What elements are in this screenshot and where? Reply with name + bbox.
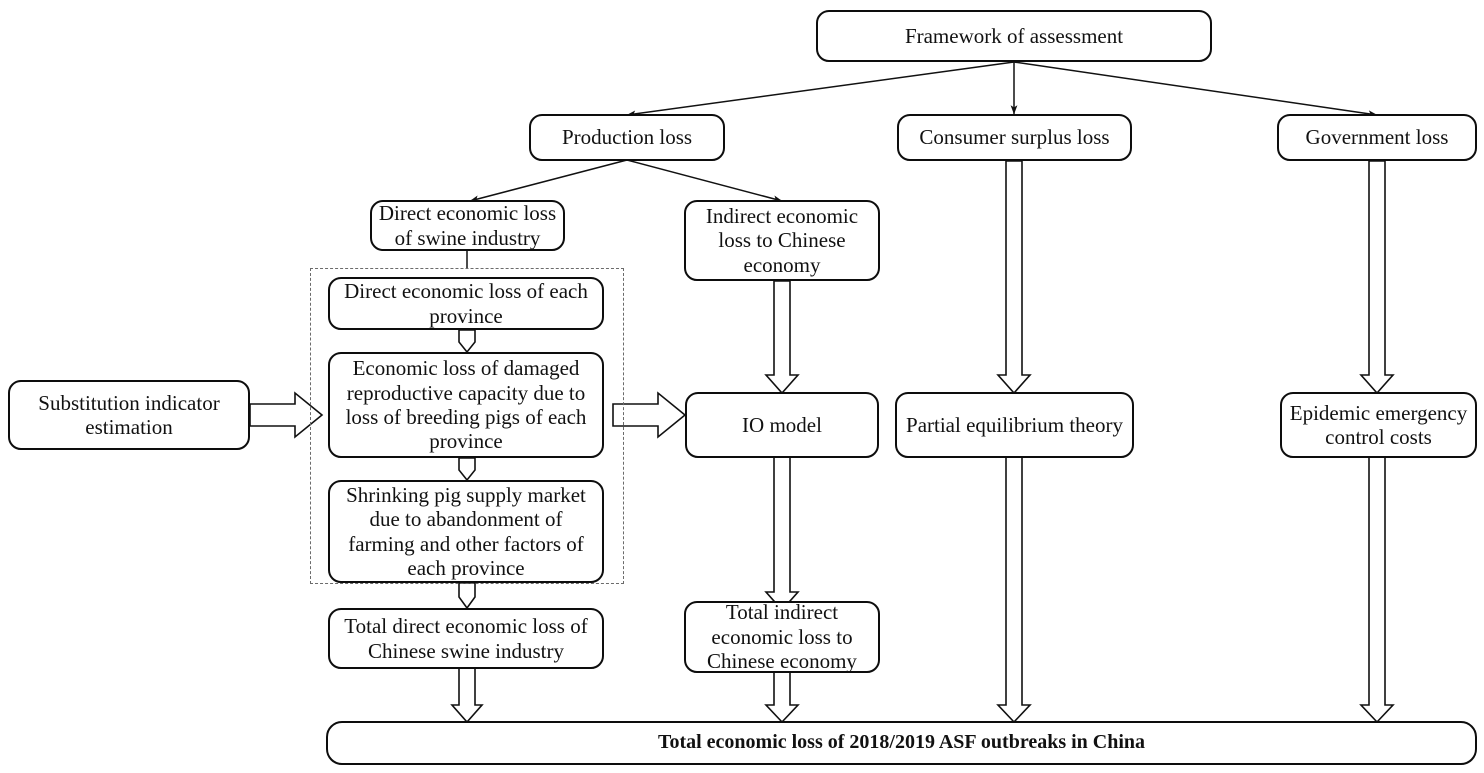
node-indirect-economic-loss-chinese-economy[interactable]: Indirect economic loss to Chinese econom… [684, 200, 880, 281]
node-label: Economic loss of damaged reproductive ca… [345, 356, 587, 454]
node-label: Shrinking pig supply market due to aband… [346, 482, 586, 580]
framework-fanout-arrows [626, 61, 1378, 118]
node-label: Substitution indicator estimation [38, 390, 220, 439]
node-label: Consumer surplus loss [919, 125, 1110, 150]
node-label: Total indirect economic loss to Chinese … [707, 600, 857, 674]
arrow-totalindirect-to-total [764, 671, 800, 724]
node-partial-equilibrium-theory[interactable]: Partial equilibrium theory [895, 392, 1134, 458]
arrow-epidemic-to-total [1359, 456, 1395, 724]
node-label: Direct economic loss of each province [344, 279, 588, 328]
arrow-partial-to-total [996, 456, 1032, 724]
node-total-economic-loss-bar[interactable]: Total economic loss of 2018/2019 ASF out… [326, 721, 1477, 765]
node-production-loss[interactable]: Production loss [529, 114, 725, 161]
arrow-consumer-to-partial [996, 160, 1032, 395]
arrow-shrinking-to-totaldirect [458, 582, 476, 610]
arrow-totaldirect-to-total [450, 667, 484, 724]
node-label: Indirect economic loss to Chinese econom… [705, 203, 859, 277]
node-total-indirect-economic-loss[interactable]: Total indirect economic loss to Chinese … [684, 600, 880, 674]
node-consumer-surplus-loss[interactable]: Consumer surplus loss [897, 114, 1132, 161]
node-substitution-indicator-estimation[interactable]: Substitution indicator estimation [8, 380, 250, 450]
node-epidemic-emergency-control-costs[interactable]: Epidemic emergency control costs [1280, 392, 1477, 458]
node-label: IO model [742, 412, 822, 437]
node-io-model[interactable]: IO model [685, 392, 879, 458]
node-shrinking-pig-supply-market[interactable]: Shrinking pig supply market due to aband… [328, 480, 604, 583]
production-loss-fanout-arrows [469, 159, 783, 203]
node-label: Production loss [561, 125, 693, 150]
node-framework-of-assessment[interactable]: Framework of assessment [816, 10, 1212, 62]
node-label: Total direct economic loss of Chinese sw… [344, 614, 588, 663]
node-label: Partial equilibrium theory [906, 412, 1123, 437]
node-label: Epidemic emergency control costs [1289, 400, 1468, 449]
arrow-io-model-to-totalindirect [764, 456, 800, 612]
node-label: Direct economic loss of swine industry [378, 201, 557, 250]
node-direct-economic-loss-each-province[interactable]: Direct economic loss of each province [328, 277, 604, 330]
node-total-direct-economic-loss[interactable]: Total direct economic loss of Chinese sw… [328, 608, 604, 669]
node-economic-loss-damaged-reproductive-capacity[interactable]: Economic loss of damaged reproductive ca… [328, 352, 604, 458]
arrow-indirect-to-io-model [764, 280, 800, 395]
arrow-government-to-epidemic [1359, 160, 1395, 395]
node-government-loss[interactable]: Government loss [1277, 114, 1477, 161]
node-direct-economic-loss-swine-industry[interactable]: Direct economic loss of swine industry [370, 200, 565, 251]
node-label: Framework of assessment [904, 23, 1124, 48]
node-label: Total economic loss of 2018/2019 ASF out… [657, 731, 1146, 754]
node-label: Government loss [1305, 125, 1449, 150]
